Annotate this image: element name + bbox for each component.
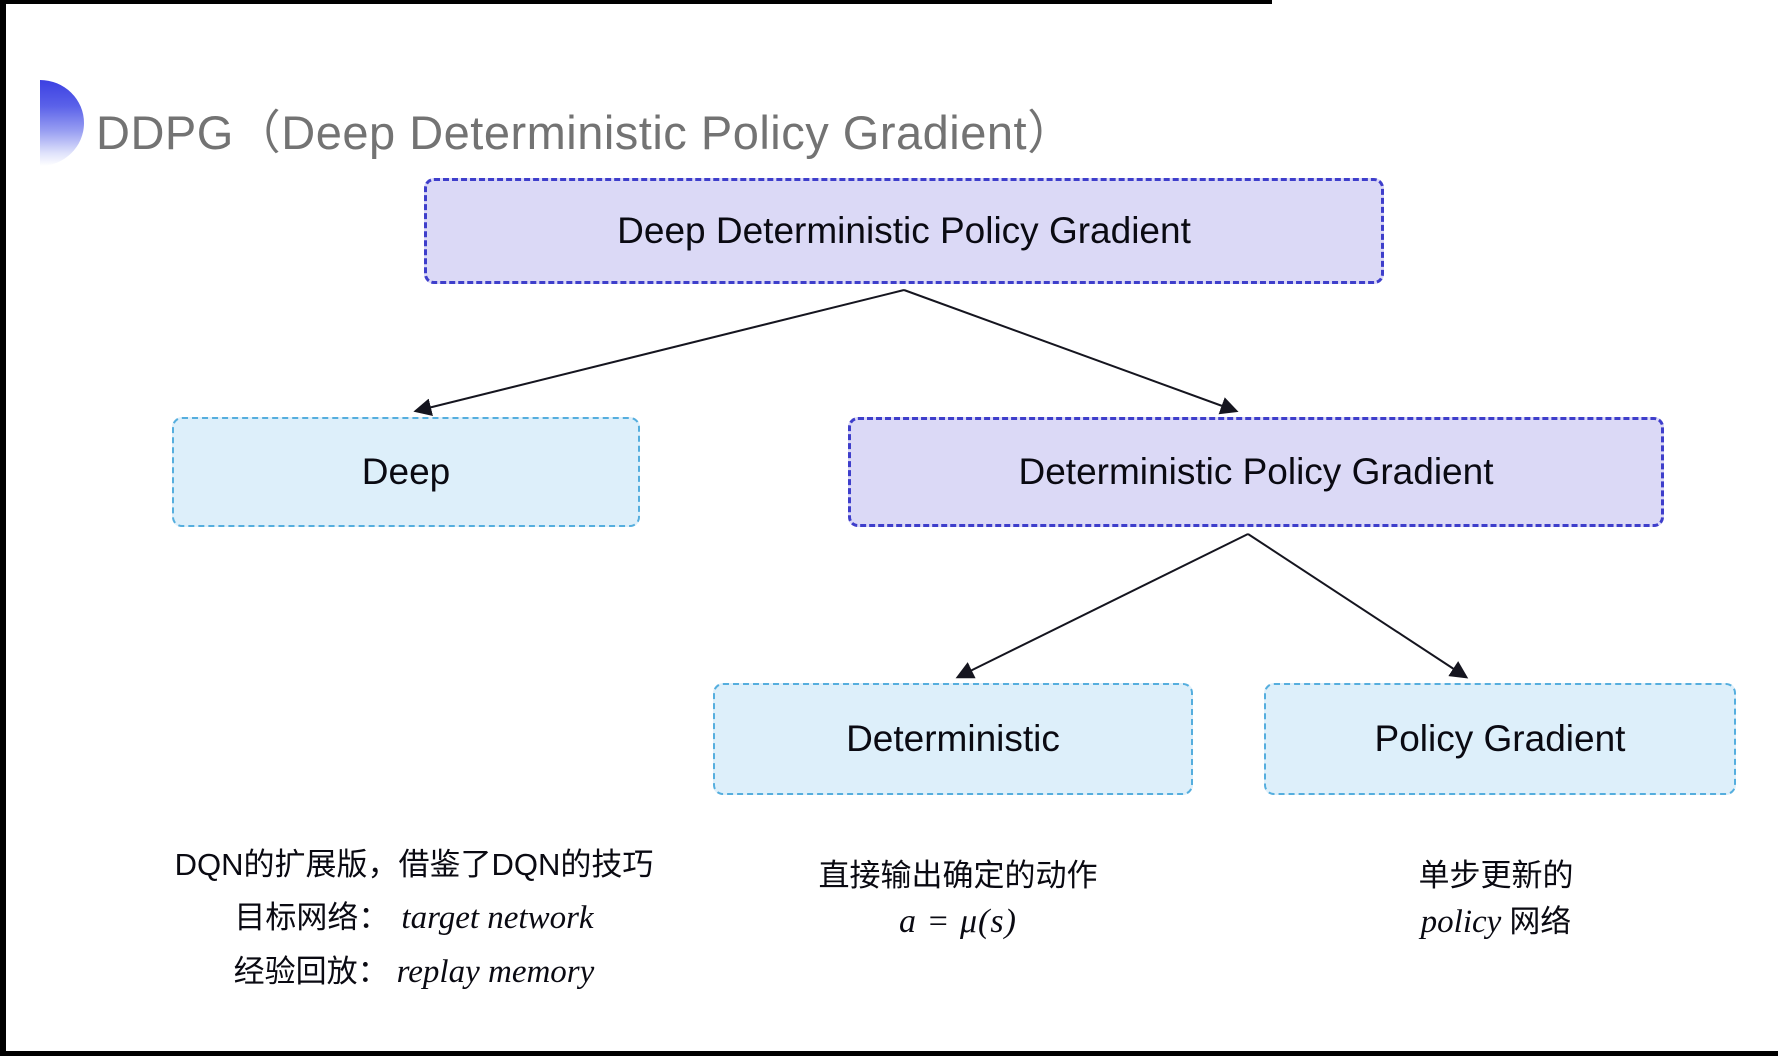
note-deep-line1: DQN的扩展版，借鉴了DQN的技巧 (174, 847, 654, 882)
note-deterministic-block: 直接输出确定的动作 a = μ(s) (718, 853, 1198, 945)
replay-memory-value: replay memory (396, 954, 595, 990)
arrow-root-to-dpg (903, 289, 1239, 415)
arrow-dpg-to-policy-gradient (1247, 533, 1469, 679)
node-deep-deterministic-policy-gradient: Deep Deterministic Policy Gradient (424, 178, 1384, 284)
arrow-root-to-deep (413, 289, 905, 417)
half-circle-bullet-icon (40, 80, 84, 166)
node-deterministic: Deterministic (713, 683, 1193, 795)
node-dpg-label: Deterministic Policy Gradient (1018, 451, 1494, 492)
letterbox-bottom (0, 1051, 1778, 1056)
node-policy-gradient-label: Policy Gradient (1374, 718, 1626, 759)
node-deep-label: Deep (361, 451, 451, 492)
arrow-dpg-to-deterministic (955, 533, 1249, 679)
replay-memory-label: 经验回放： (233, 954, 389, 989)
node-policy-gradient: Policy Gradient (1264, 683, 1736, 795)
formula-a-equals-mu-s: a = μ(s) (899, 903, 1017, 940)
note-deep-block: DQN的扩展版，借鉴了DQN的技巧 目标网络： target network 经验… (118, 838, 710, 999)
target-network-label: 目标网络： (234, 900, 390, 935)
node-deterministic-policy-gradient: Deterministic Policy Gradient (848, 417, 1664, 527)
node-deterministic-label: Deterministic (846, 718, 1060, 759)
network-word: 网络 (1509, 904, 1572, 939)
target-network-value: target network (401, 900, 594, 936)
letterbox-left (0, 0, 6, 1056)
note-target-network: 目标网络： target network (118, 891, 710, 945)
note-deterministic-line1: 直接输出确定的动作 (818, 858, 1098, 893)
policy-word: policy (1420, 904, 1502, 940)
page-title: DDPG（Deep Deterministic Policy Gradient） (96, 106, 1075, 159)
note-replay-memory: 经验回放：replay memory (118, 945, 710, 999)
node-deep: Deep (172, 417, 640, 527)
note-policy-gradient-line1: 单步更新的 (1418, 858, 1574, 893)
letterbox-top (0, 0, 1272, 4)
node-root-label: Deep Deterministic Policy Gradient (617, 210, 1191, 251)
